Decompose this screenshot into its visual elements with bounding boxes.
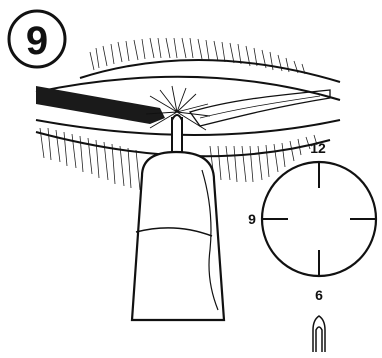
step-badge-icon: 9 [9, 11, 65, 67]
clock-label-6: 6 [315, 287, 323, 303]
probe-tool-icon [132, 115, 224, 320]
fibrous-vessel-detail [200, 96, 320, 118]
forceps-tip-icon [313, 316, 325, 352]
clock-face-icon: 12 9 6 [248, 140, 376, 303]
clock-label-9: 9 [248, 211, 256, 227]
step-number: 9 [26, 19, 48, 63]
clock-label-12: 12 [310, 140, 326, 156]
fibrous-vessel [190, 90, 330, 126]
dark-vessel-band [36, 86, 165, 124]
